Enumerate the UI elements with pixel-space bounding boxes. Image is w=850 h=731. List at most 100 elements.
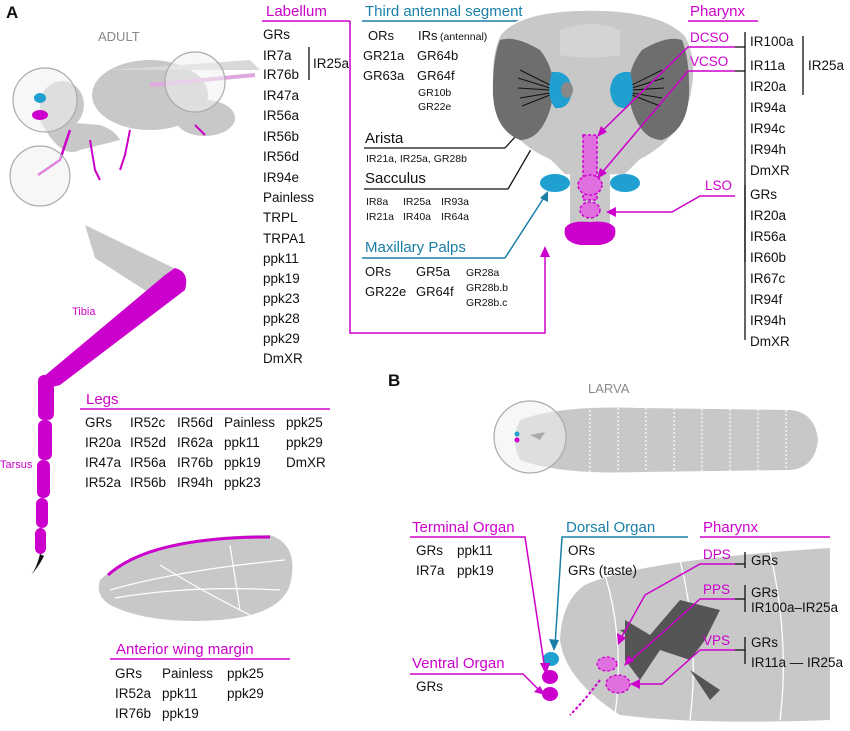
- palps-item: GR64f: [416, 284, 454, 299]
- labellum-item: GRs: [263, 27, 290, 42]
- wing-title: Anterior wing margin: [116, 641, 254, 658]
- legs-item: GRs: [85, 415, 112, 430]
- svg-text:ORs GR22e GR5a GR6: ORs GR22e GR5a GR64f: [365, 264, 454, 299]
- wing-item: GRs: [115, 666, 142, 681]
- sacculus-item: IR8a: [366, 196, 388, 208]
- magnifier-leg: [9, 145, 71, 207]
- legs-item: ppk11: [224, 435, 260, 450]
- legs-item: IR62a: [177, 435, 214, 450]
- pharynx-a-title: Pharynx: [690, 3, 746, 20]
- labellum-item: TRPL: [263, 210, 298, 225]
- labellum-list: GRs IR7a IR76b IR47a IR56a IR56b IR56d I…: [263, 27, 318, 366]
- antennal-ors-header: ORs: [368, 28, 395, 43]
- antennal-gr: GR64b: [417, 48, 458, 63]
- labellum-item: TRPA1: [263, 231, 306, 246]
- legs-item: Painless: [224, 415, 275, 430]
- tibia-label: Tibia: [72, 306, 96, 318]
- dps-label: DPS: [703, 547, 731, 562]
- lso-label: LSO: [705, 178, 732, 193]
- labellum-item: ppk29: [263, 331, 300, 346]
- wing-item: Painless: [162, 666, 213, 681]
- legs-item: ppk19: [224, 455, 261, 470]
- vcso-item: IR20a: [750, 79, 787, 94]
- wing-item: IR52a: [115, 686, 152, 701]
- legs-item: IR94h: [177, 475, 213, 490]
- legs-item: IR56b: [130, 475, 166, 490]
- legs-title: Legs: [86, 391, 119, 408]
- larva-illustration: [515, 407, 818, 473]
- dorsal-item: ORs: [568, 543, 595, 558]
- pps-label: PPS: [703, 582, 730, 597]
- antennal-gr: GR63a: [363, 68, 405, 83]
- lso-item: IR60b: [750, 250, 786, 265]
- wing-illustration: [98, 535, 293, 621]
- legs-item: IR52d: [130, 435, 166, 450]
- third-antennal-segment-title: Third antennal segment: [365, 3, 523, 20]
- vps-label: VPS: [703, 633, 730, 648]
- ventral-organ-title: Ventral Organ: [412, 655, 505, 672]
- proboscis-magenta-spot: [32, 110, 48, 120]
- wing-item: ppk29: [227, 686, 264, 701]
- antennal-gr: GR64f: [417, 68, 455, 83]
- magnifier-wing: [164, 51, 226, 113]
- wing-item: ppk11: [162, 686, 198, 701]
- pharynx-b-title: Pharynx: [703, 519, 759, 536]
- labellum-leader-line: [349, 21, 546, 334]
- maxillary-palps-title: Maxillary Palps: [365, 239, 466, 256]
- sacculus-title: Sacculus: [365, 170, 426, 187]
- antennal-irs-header: IRs: [418, 28, 438, 43]
- antennal-irs-note: (antennal): [440, 31, 487, 43]
- legs-item: ppk25: [286, 415, 323, 430]
- palps-item: GR22e: [365, 284, 406, 299]
- svg-text:GRs IR7a ppk11 ppk: GRs IR7a ppk11 ppk19: [416, 543, 497, 578]
- antenna-blue-spot: [34, 93, 46, 103]
- labellum-item: IR76b: [263, 67, 299, 82]
- vcso-item: IR11a: [750, 58, 786, 73]
- vcso-item: IR94a: [750, 100, 787, 115]
- labellum-item: ppk23: [263, 291, 300, 306]
- terminal-item: ppk19: [457, 563, 494, 578]
- adult-label: ADULT: [98, 29, 140, 44]
- wing-item: ppk25: [227, 666, 264, 681]
- lso-item: IR94f: [750, 292, 783, 307]
- dps-item: GRs: [751, 553, 778, 568]
- vcso-label: VCSO: [690, 54, 728, 69]
- palps-item-small: GR28b.b: [466, 282, 508, 294]
- dorsal-organ-dot: [543, 652, 559, 666]
- palps-item: GR5a: [416, 264, 451, 279]
- svg-text:GRs IR11a — IR25a: GRs IR11a — IR25a: [751, 635, 844, 670]
- labellum-item: IR94e: [263, 170, 299, 185]
- svg-text:GRs IR100a–IR25a: GRs IR100a–IR25a: [751, 585, 839, 615]
- labellum-item: ppk11: [263, 251, 299, 266]
- antennal-gr-small: GR10b: [418, 87, 451, 99]
- labellum-item: IR7a: [263, 48, 292, 63]
- antennal-gr-small: GR22e: [418, 101, 451, 113]
- labellum-item: IR56d: [263, 149, 299, 164]
- labellum-item: DmXR: [263, 351, 303, 366]
- wing-item: IR76b: [115, 706, 151, 721]
- pps-item: IR100a–IR25a: [751, 600, 839, 615]
- vps-item: IR11a — IR25a: [751, 655, 844, 670]
- terminal-organ-title: Terminal Organ: [412, 519, 515, 536]
- svg-text:GRs IR20a IR56a IR: GRs IR20a IR56a IR60b IR67c IR94f IR94h …: [750, 187, 790, 349]
- dcso-item: IR100a: [750, 34, 794, 49]
- magnifier-larva-head: [493, 400, 567, 474]
- lso-item: IR56a: [750, 229, 787, 244]
- legs-item: IR20a: [85, 435, 122, 450]
- legs-item: IR52c: [130, 415, 166, 430]
- ventral-organ-dot: [542, 687, 558, 701]
- fly-head-illustration: [491, 9, 695, 245]
- leg-illustration: [30, 225, 187, 576]
- panel-a-letter: A: [6, 3, 18, 22]
- vcso-item: DmXR: [750, 163, 790, 178]
- terminal-item: GRs: [416, 543, 443, 558]
- terminal-item: IR7a: [416, 563, 445, 578]
- legs-item: IR56d: [177, 415, 213, 430]
- svg-text:GR28a GR28b.b GR28b.c: GR28a GR28b.b GR28b.c: [466, 267, 511, 309]
- labellum-bracket-label: IR25a: [313, 56, 350, 71]
- pps-item: GRs: [751, 585, 778, 600]
- svg-text:IR8a IR21a IR25a I: IR8a IR21a IR25a IR40a IR93a IR64a: [366, 196, 472, 223]
- palps-item: ORs: [365, 264, 392, 279]
- sacculus-item: IR93a: [441, 196, 469, 208]
